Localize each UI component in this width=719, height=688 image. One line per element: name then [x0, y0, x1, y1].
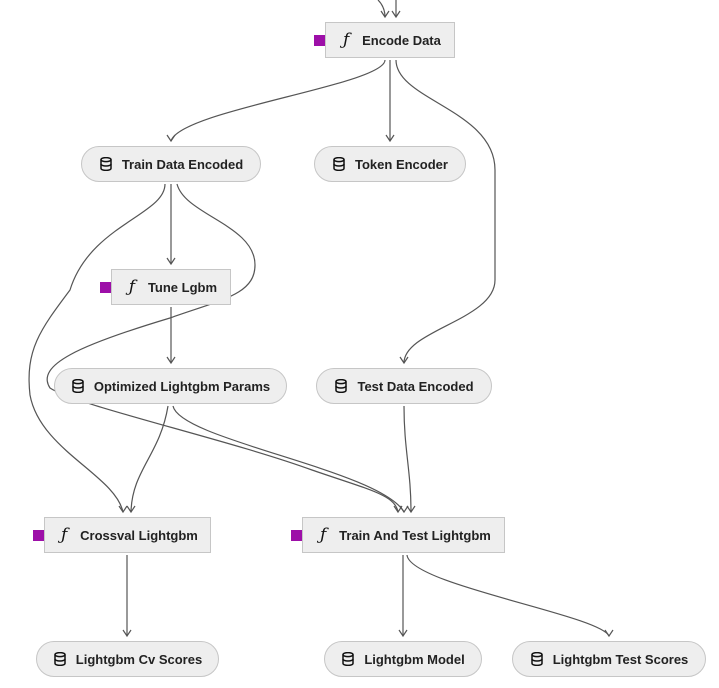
function-glyph: ƒ — [128, 276, 136, 297]
edge-test-data-encoded-to-train-and-test-lightgbm-arrowhead — [406, 505, 416, 514]
edge-tune-lgbm-to-optimized-lightgbm-params-arrowhead — [166, 356, 176, 365]
function-icon: ƒ — [57, 524, 71, 545]
node-label: Crossval Lightgbm — [80, 527, 198, 543]
edge-train-data-encoded-to-train-and-test-lightgbm-arrowhead — [393, 505, 403, 514]
node-lightgbm-model[interactable]: Lightgbm Model — [324, 641, 482, 677]
node-encode-data[interactable]: ƒ Encode Data — [325, 22, 455, 58]
node-optimized-lightgbm-params[interactable]: Optimized Lightgbm Params — [54, 368, 287, 404]
database-icon — [53, 651, 67, 667]
crossval-lightgbm-task-marker — [33, 529, 44, 541]
tune-lgbm-task-marker — [100, 281, 111, 293]
node-label: Test Data Encoded — [357, 378, 474, 394]
incoming-edge-1 — [377, 0, 386, 18]
node-label: Lightgbm Model — [364, 651, 465, 667]
function-glyph: ƒ — [320, 524, 327, 545]
encode-data-task-marker — [314, 34, 325, 46]
database-icon — [332, 156, 346, 172]
edge-train-data-encoded-to-tune-lgbm-arrowhead — [166, 257, 176, 266]
edge-optimized-lightgbm-params-to-crossval-lightgbm — [130, 405, 169, 513]
function-glyph: ƒ — [342, 29, 350, 50]
edge-optimized-lightgbm-params-to-train-and-test-lightgbm-arrowhead — [399, 505, 409, 514]
database-icon — [530, 651, 544, 667]
node-label: Train And Test Lightgbm — [339, 527, 491, 543]
edge-train-data-encoded-to-train-and-test-lightgbm — [46, 183, 399, 513]
edge-optimized-lightgbm-params-to-crossval-lightgbm-arrowhead — [126, 505, 136, 514]
function-icon: ƒ — [125, 276, 139, 297]
database-icon — [341, 651, 355, 667]
incoming-edge-1-arrowhead — [380, 10, 390, 19]
node-crossval-lightgbm[interactable]: ƒ Crossval Lightgbm — [44, 517, 211, 553]
incoming-edge-2-arrowhead — [391, 10, 401, 19]
function-icon: ƒ — [339, 29, 353, 50]
node-token-encoder[interactable]: Token Encoder — [314, 146, 466, 182]
edge-encode-data-to-test-data-encoded-arrowhead — [399, 356, 409, 365]
node-lightgbm-cv-scores[interactable]: Lightgbm Cv Scores — [36, 641, 219, 677]
node-label: Optimized Lightgbm Params — [93, 378, 271, 394]
edge-encode-data-to-train-data-encoded — [170, 59, 386, 142]
train-and-test-lightgbm-task-marker — [291, 529, 302, 541]
edge-train-and-test-lightgbm-to-lightgbm-model-arrowhead — [398, 629, 408, 638]
node-label: Token Encoder — [355, 156, 448, 172]
node-label: Train Data Encoded — [121, 156, 244, 172]
edge-encode-data-to-train-data-encoded-arrowhead — [166, 134, 176, 143]
node-label: Encode Data — [362, 32, 441, 48]
node-lightgbm-test-scores[interactable]: Lightgbm Test Scores — [512, 641, 706, 677]
edge-optimized-lightgbm-params-to-train-and-test-lightgbm — [172, 405, 405, 513]
node-tune-lgbm[interactable]: ƒ Tune Lgbm — [111, 269, 231, 305]
edge-encode-data-to-test-data-encoded — [395, 59, 496, 364]
edge-train-and-test-lightgbm-to-lightgbm-test-scores — [406, 554, 610, 637]
function-icon: ƒ — [316, 524, 330, 545]
edge-train-data-encoded-to-crossval-lightgbm-arrowhead — [118, 505, 128, 514]
edge-train-and-test-lightgbm-to-lightgbm-test-scores-arrowhead — [604, 629, 614, 638]
function-glyph: ƒ — [60, 524, 68, 545]
database-icon — [334, 378, 348, 394]
node-label: Lightgbm Cv Scores — [75, 651, 203, 667]
edge-test-data-encoded-to-train-and-test-lightgbm — [403, 405, 412, 513]
edge-crossval-lightgbm-to-lightgbm-cv-scores-arrowhead — [122, 629, 132, 638]
database-icon — [99, 156, 113, 172]
edge-encode-data-to-token-encoder-arrowhead — [385, 134, 395, 143]
node-label: Tune Lgbm — [147, 279, 218, 295]
node-label: Lightgbm Test Scores — [552, 651, 689, 667]
database-icon — [71, 378, 85, 394]
node-train-and-test-lightgbm[interactable]: ƒ Train And Test Lightgbm — [302, 517, 505, 553]
node-test-data-encoded[interactable]: Test Data Encoded — [316, 368, 492, 404]
edge-train-data-encoded-to-crossval-lightgbm — [28, 183, 166, 513]
node-train-data-encoded[interactable]: Train Data Encoded — [81, 146, 261, 182]
